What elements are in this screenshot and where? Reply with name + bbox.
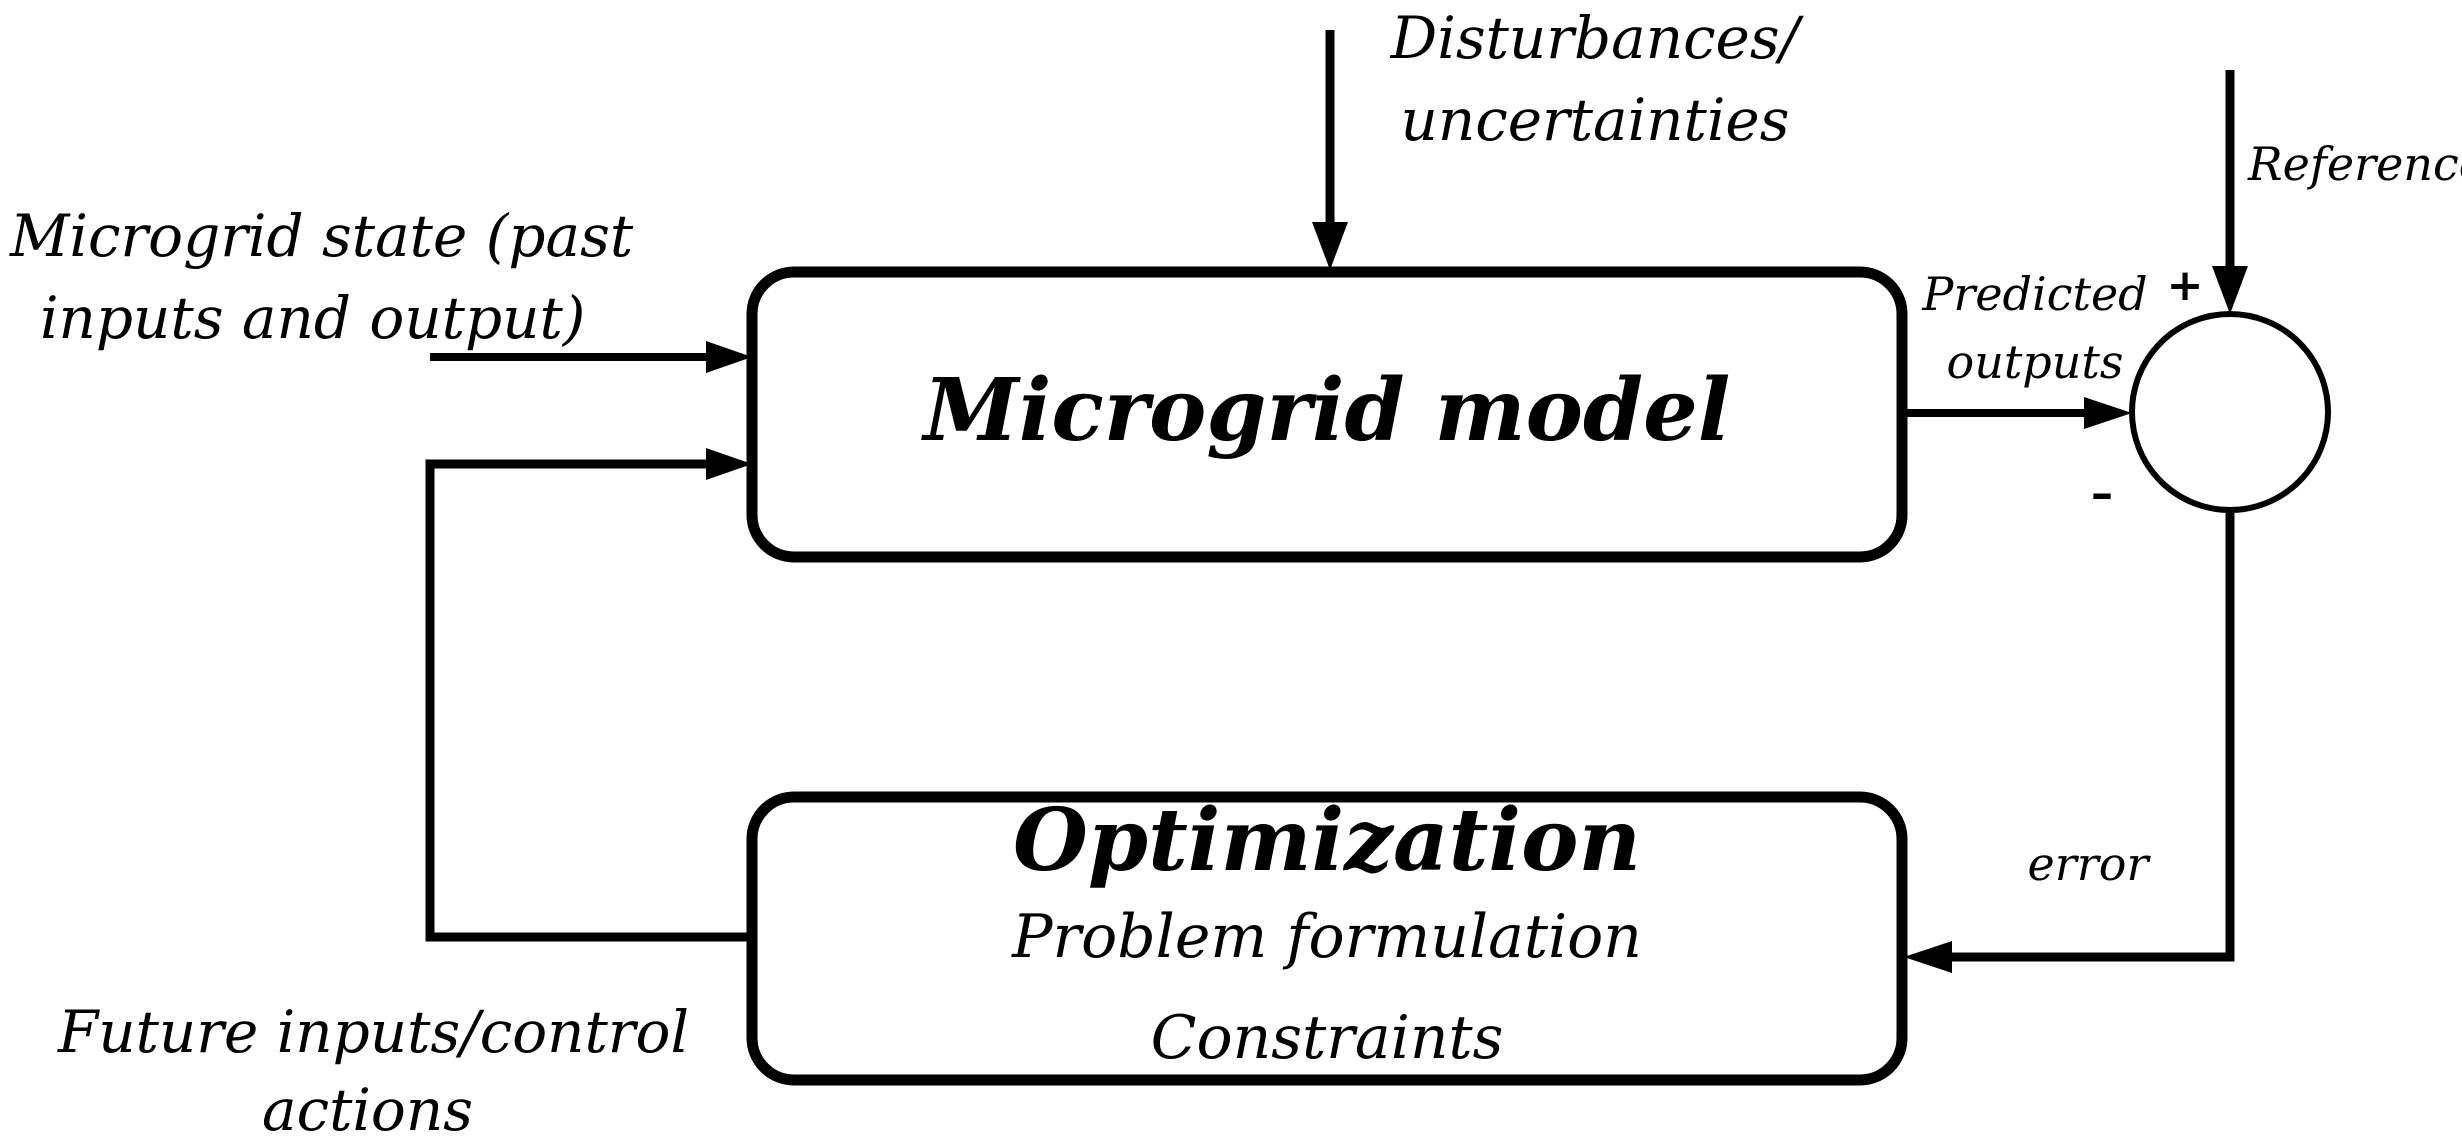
feedback-arrowhead <box>706 448 752 480</box>
future-label-2: actions <box>262 1076 473 1143</box>
predicted-arrowhead <box>2084 397 2132 429</box>
reference-label: Reference <box>2247 137 2462 191</box>
future-label-1: Future inputs/control <box>57 998 689 1066</box>
error-label: error <box>2028 837 2152 891</box>
minus-sign: – <box>2091 468 2113 519</box>
error-arrowhead <box>1904 941 1952 973</box>
disturbances-label-1: Disturbances/ <box>1390 4 1805 72</box>
state-label-2: inputs and output) <box>40 284 585 352</box>
feedback-loop-line <box>425 459 752 942</box>
model-title: Microgrid model <box>921 360 1731 461</box>
summing-junction <box>2129 311 2331 513</box>
reference-arrowhead <box>2212 266 2248 314</box>
state-label-1: Microgrid state (past <box>9 202 634 270</box>
optimization-line1: Problem formulation <box>1011 902 1642 972</box>
predicted-label-2: outputs <box>1947 335 2124 389</box>
error-path-line <box>1950 510 2235 962</box>
optimization-line2: Constraints <box>1151 1003 1504 1073</box>
predicted-label-1: Predicted <box>1921 267 2147 321</box>
plus-sign: + <box>2167 260 2204 311</box>
state-arrowhead <box>706 341 752 373</box>
disturbance-arrowhead <box>1312 222 1348 270</box>
disturbances-label-2: uncertainties <box>1401 86 1790 154</box>
optimization-title: Optimization <box>1013 790 1641 891</box>
